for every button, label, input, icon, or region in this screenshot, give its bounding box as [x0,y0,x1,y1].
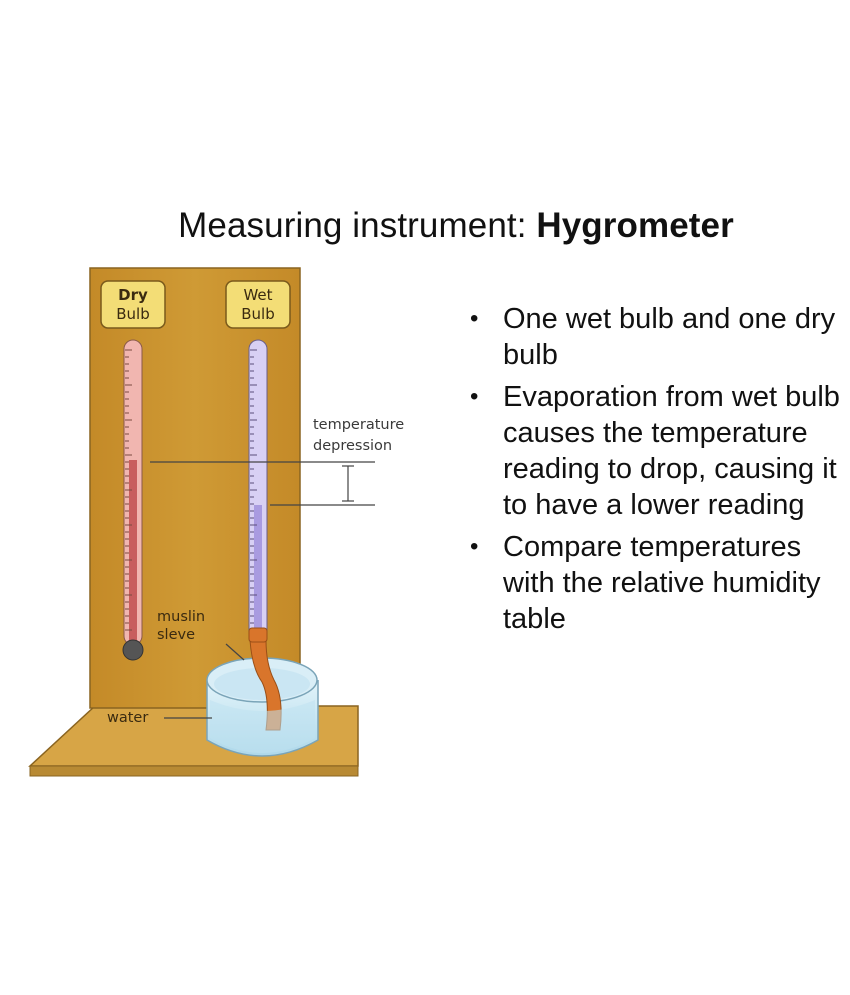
wet-bulb-text-1: Wet [243,286,272,304]
dry-thermometer-scale [125,349,132,631]
dry-bulb-text-2: Bulb [116,305,150,323]
temperature-depression-indicator: temperature depression [150,417,404,506]
wet-bulb-text-2: Bulb [241,305,275,323]
water-label: water [107,710,212,726]
muslin-text-2: sleve [157,627,195,643]
bullet-text: One wet bulb and one dry bulb [503,303,836,371]
title-emphasis: Hygrometer [536,206,734,245]
dry-bulb-text-1: Dry [118,286,148,304]
wet-bulb-label: Wet Bulb [225,280,291,329]
bullet-icon: • [470,305,479,332]
bullet-icon: • [470,383,479,410]
list-item: • Evaporation from wet bulb causes the te… [470,379,840,523]
bullet-text: Evaporation from wet bulb causes the tem… [503,381,840,521]
water-surface [210,700,315,753]
dry-thermometer [122,339,144,661]
muslin-label: muslin sleve [157,609,245,661]
temp-depression-text-1: temperature [313,417,404,433]
title-prefix: Measuring instrument: [178,206,537,245]
water-text: water [107,710,148,726]
bullet-text: Compare temperatures with the relative h… [503,531,821,635]
dry-bulb-label: Dry Bulb [100,280,166,329]
list-item: • Compare temperatures with the relative … [470,529,840,637]
temp-depression-text-2: depression [313,438,392,454]
list-item: • One wet bulb and one dry bulb [470,301,840,373]
muslin-sleeve [248,627,282,731]
wet-thermometer [248,339,268,646]
bullet-list: • One wet bulb and one dry bulb • Evaporat… [470,301,840,643]
muslin-text-1: muslin [157,609,205,625]
page-title: Measuring instrument: Hygrometer [0,206,850,246]
bullet-icon: • [470,533,479,560]
